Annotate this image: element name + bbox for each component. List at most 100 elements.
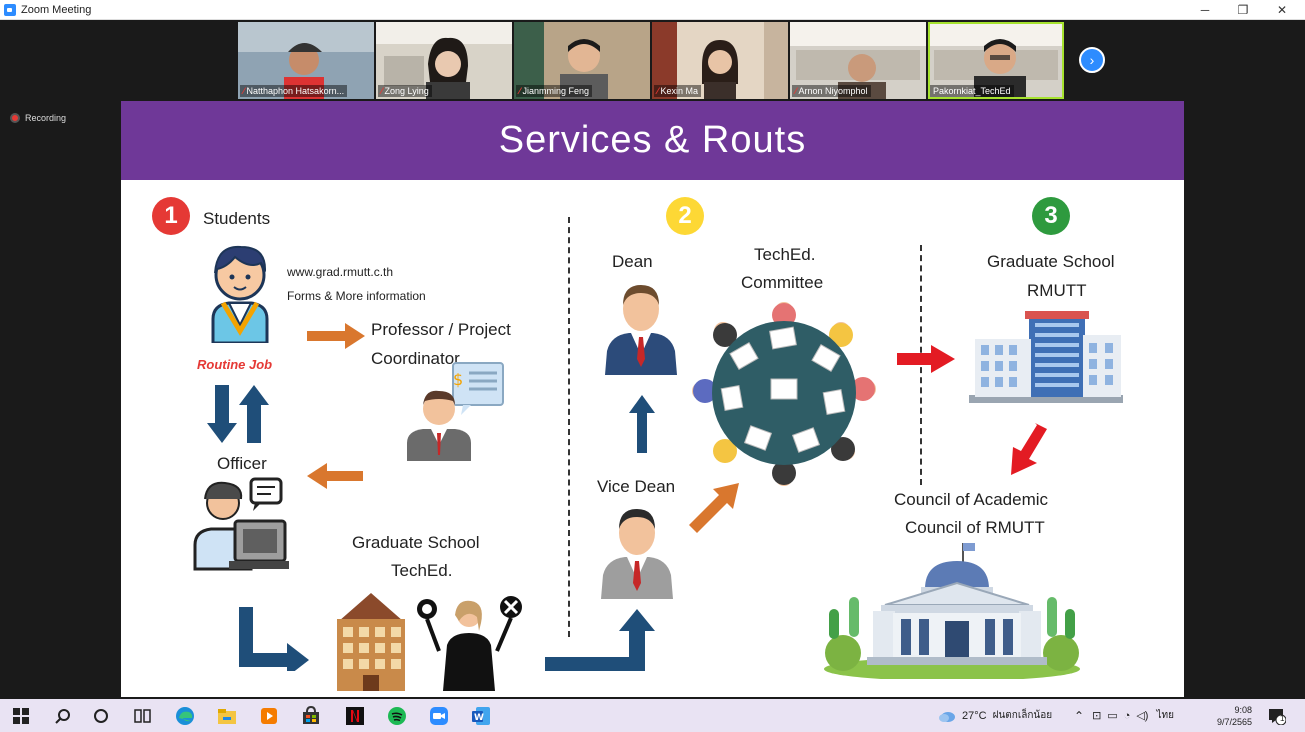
- input-language[interactable]: ไทย: [1156, 710, 1174, 721]
- bidirectional-arrow-icon: [207, 385, 269, 443]
- participant-name: ⁄Jianmming Feng: [516, 85, 593, 97]
- mic-muted-icon: ⁄: [381, 86, 383, 96]
- svg-text:W: W: [474, 713, 484, 723]
- store-icon[interactable]: [300, 705, 322, 727]
- participant-tile[interactable]: ⁄Natthaphon Hatsakorn...: [238, 22, 374, 99]
- participant-name: Pakornkiat_TechEd: [930, 85, 1014, 97]
- bent-arrow-up-icon: [545, 609, 655, 671]
- window-titlebar: Zoom Meeting ─ ❐ ✕: [0, 0, 1305, 20]
- close-icon[interactable]: ✕: [1276, 3, 1288, 17]
- search-icon[interactable]: [52, 705, 74, 727]
- website-label: www.grad.rmutt.c.th: [287, 265, 394, 279]
- notification-icon: [1269, 708, 1286, 725]
- participant-name: ⁄Kexin Ma: [654, 85, 702, 97]
- word-app-icon[interactable]: W: [470, 705, 492, 727]
- slide-header: Services & Routs: [121, 101, 1184, 180]
- media-player-icon[interactable]: [258, 705, 280, 727]
- participant-video: [652, 22, 788, 99]
- weather-widget[interactable]: 27°C ฝนตกเล็กน้อย: [938, 699, 1052, 732]
- window-title: Zoom Meeting: [21, 3, 92, 16]
- battery-icon[interactable]: ▭: [1107, 710, 1118, 722]
- section-divider: [568, 217, 570, 637]
- grad-rmutt-line1: Graduate School: [987, 252, 1115, 271]
- notification-center[interactable]: 1: [1268, 699, 1286, 732]
- step-1-badge: 1: [152, 197, 190, 235]
- arrow-up-icon: [629, 395, 655, 453]
- participant-tile[interactable]: ⁄Kexin Ma: [652, 22, 788, 99]
- participant-tile[interactable]: ⁄Arnon Niyomphol: [790, 22, 926, 99]
- slide-title: Services & Routs: [498, 119, 807, 161]
- forms-label: Forms & More information: [287, 289, 426, 303]
- participant-video: [928, 22, 1064, 99]
- participant-video: [238, 22, 374, 99]
- clock-time: 9:08: [1234, 704, 1252, 715]
- students-label: Students: [203, 209, 271, 228]
- officer-icon: [193, 477, 289, 571]
- vice-dean-label: Vice Dean: [597, 477, 676, 496]
- recording-icon: [10, 113, 20, 123]
- grad-school-rmutt-building-icon: [969, 311, 1123, 403]
- system-tray: ⌃ ⊡ ▭ ◔ ◁) ไทย: [1074, 699, 1174, 732]
- participant-strip: ⁄Natthaphon Hatsakorn... ⁄Zong Lying ⁄Ji…: [238, 22, 1064, 99]
- committee-table-icon: [692, 302, 876, 486]
- vice-dean-icon: [601, 509, 673, 599]
- committee-label-line1: TechEd.: [754, 245, 816, 264]
- participant-tile[interactable]: ⁄Zong Lying: [376, 22, 512, 99]
- participant-tile-active[interactable]: Pakornkiat_TechEd: [928, 22, 1064, 99]
- network-icon[interactable]: ◔: [1123, 709, 1131, 722]
- recording-indicator: Recording: [10, 113, 66, 123]
- file-explorer-icon[interactable]: [216, 705, 238, 727]
- notification-count: 1: [1280, 714, 1285, 723]
- speaker-icon[interactable]: ◁): [1136, 710, 1149, 722]
- student-avatar-icon: [211, 245, 269, 343]
- routine-job-label: Routine Job: [197, 357, 273, 372]
- red-arrow-right-icon: [897, 345, 955, 373]
- approve-reject-icon: [417, 596, 522, 691]
- step-3-badge: 3: [1032, 197, 1070, 235]
- professor-icon: $: [407, 362, 504, 461]
- participant-video: [514, 22, 650, 99]
- clock[interactable]: 9:08 9/7/2565: [1210, 699, 1252, 732]
- professor-label-line1: Professor / Project: [371, 320, 511, 339]
- shared-slide: Services & Routs 1 2 3 Students www.grad…: [121, 101, 1184, 697]
- participant-tile[interactable]: ⁄Jianmming Feng: [514, 22, 650, 99]
- grad-school-building-icon: [337, 593, 405, 691]
- chevron-up-icon[interactable]: ⌃: [1074, 708, 1085, 723]
- cortana-icon[interactable]: [90, 705, 112, 727]
- bent-arrow-icon: [239, 607, 309, 671]
- windows-start-icon[interactable]: [10, 705, 32, 727]
- edge-browser-icon[interactable]: [174, 705, 196, 727]
- mic-muted-icon: ⁄: [243, 86, 245, 96]
- svg-text:$: $: [453, 370, 463, 389]
- grad-school-teched-line1: Graduate School: [352, 533, 480, 552]
- participant-name: ⁄Natthaphon Hatsakorn...: [240, 85, 348, 97]
- participant-name: ⁄Zong Lying: [378, 85, 432, 97]
- red-arrow-down-icon: [1011, 423, 1047, 475]
- chevron-right-icon: ›: [1089, 52, 1095, 68]
- next-page-button[interactable]: ›: [1079, 47, 1105, 73]
- netflix-icon[interactable]: [344, 705, 366, 727]
- participant-video: [790, 22, 926, 99]
- recording-label: Recording: [25, 113, 67, 123]
- maximize-icon[interactable]: ❐: [1237, 3, 1249, 17]
- grad-rmutt-line2: RMUTT: [1027, 281, 1087, 300]
- committee-label-line2: Committee: [741, 273, 824, 292]
- council-building-icon: [824, 543, 1080, 679]
- mic-muted-icon: ⁄: [795, 86, 797, 96]
- zoom-app-icon[interactable]: [428, 705, 450, 727]
- arrow-right-icon: [307, 323, 365, 349]
- participant-name: ⁄Arnon Niyomphol: [792, 85, 871, 97]
- mic-muted-icon: ⁄: [657, 86, 659, 96]
- task-view-icon[interactable]: [132, 705, 154, 727]
- participant-video: [376, 22, 512, 99]
- officer-label: Officer: [217, 454, 267, 473]
- dean-icon: [605, 285, 677, 375]
- grad-school-teched-line2: TechEd.: [391, 561, 453, 580]
- weather-description: ฝนตกเล็กน้อย: [992, 710, 1053, 721]
- council-line1: Council of Academic: [894, 490, 1049, 509]
- zoom-icon: [4, 3, 16, 16]
- minimize-icon[interactable]: ─: [1200, 3, 1210, 17]
- arrow-diagonal-icon: [689, 483, 739, 533]
- onedrive-icon[interactable]: ⊡: [1092, 710, 1102, 722]
- spotify-icon[interactable]: [386, 705, 408, 727]
